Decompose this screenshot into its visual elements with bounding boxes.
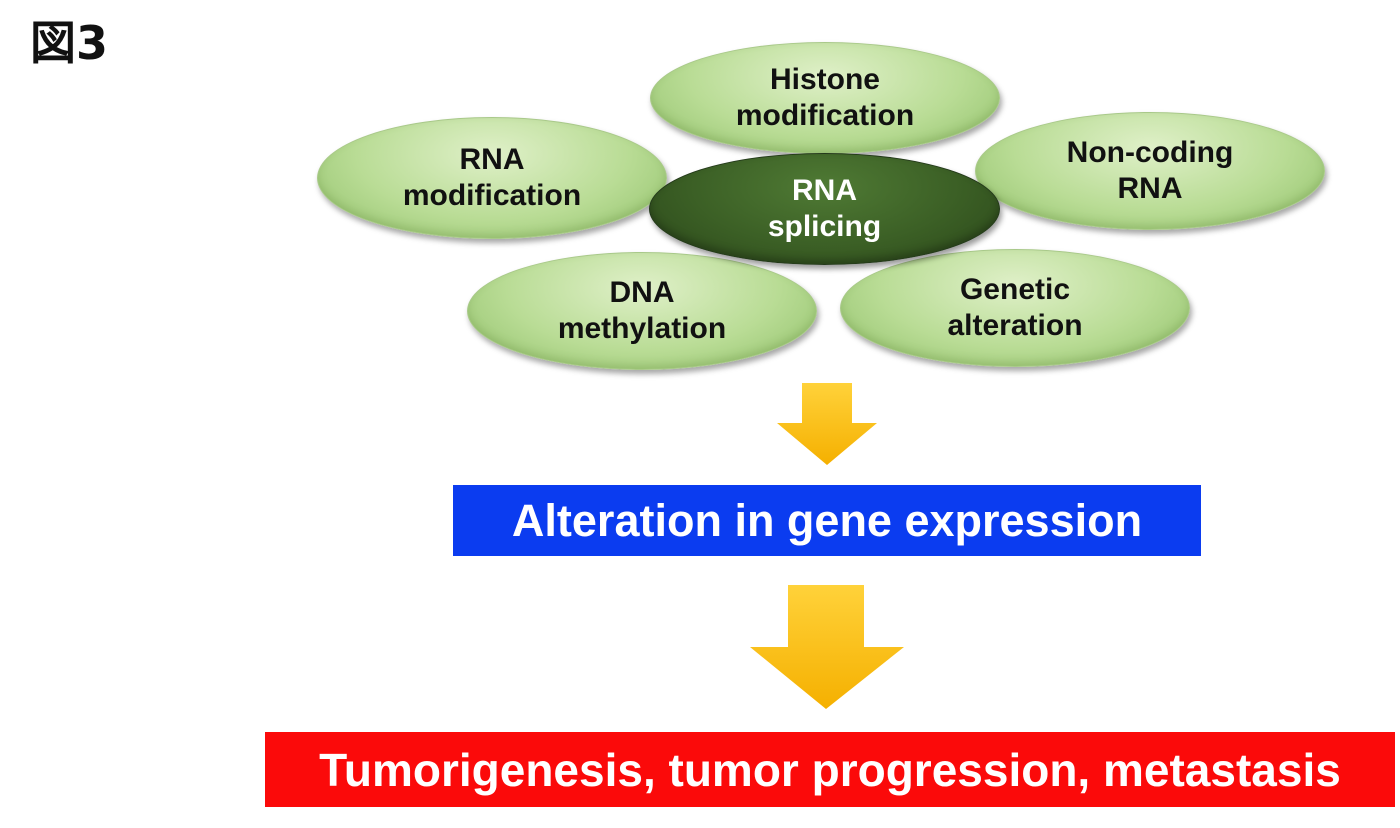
genetic-alteration-node: Genetic alteration	[840, 249, 1190, 367]
down-arrow-icon	[777, 383, 877, 465]
dna-methylation-node: DNA methylation	[467, 252, 817, 370]
down-arrow-icon	[750, 585, 904, 709]
tumor-outcome-box: Tumorigenesis, tumor progression, metast…	[265, 732, 1395, 807]
gene-expression-alteration-box: Alteration in gene expression	[453, 485, 1201, 556]
rna-splicing-node: RNA splicing	[649, 153, 1000, 265]
non-coding-rna-node: Non-coding RNA	[975, 112, 1325, 230]
figure-label: 図3	[30, 16, 109, 70]
histone-modification-node: Histone modification	[650, 42, 1000, 154]
rna-modification-node: RNA modification	[317, 117, 667, 239]
